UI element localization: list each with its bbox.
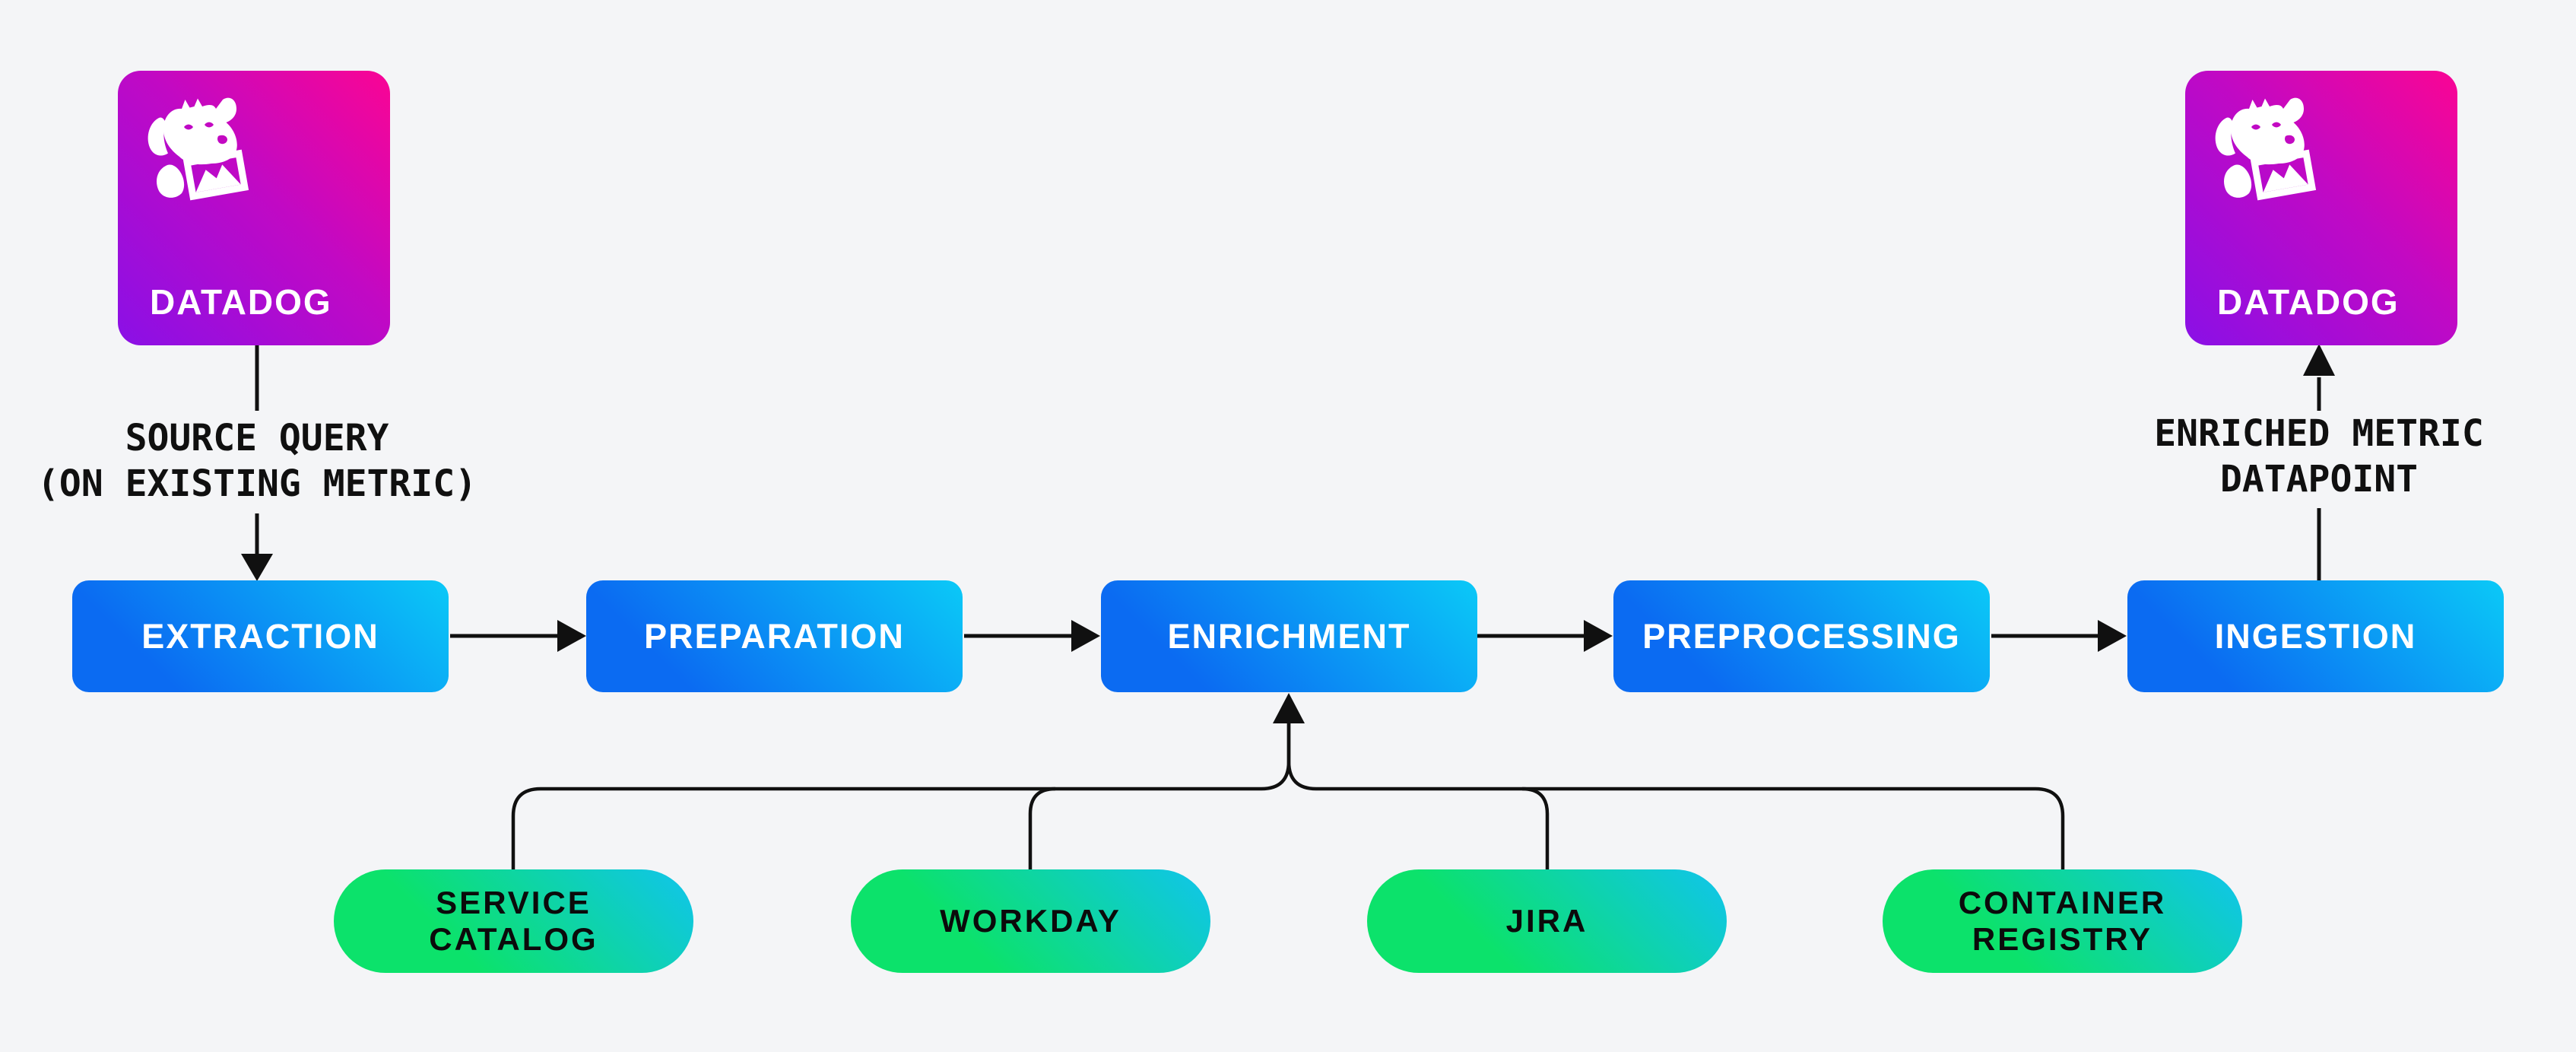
node-service-catalog: SERVICE CATALOG [334,869,693,973]
annotation-line: ENRICHED METRIC [2154,412,2484,455]
datadog-logo-icon [2215,97,2317,201]
annotation-line: DATAPOINT [2219,458,2419,501]
arrowhead-icon [241,554,273,581]
node-label: ENRICHMENT [1167,616,1411,656]
node-datadog-source: DATADOG [118,71,390,345]
node-label-line: SERVICE [436,885,592,920]
node-label-line: CATALOG [429,921,598,957]
node-preprocessing: PREPROCESSING [1613,580,1990,692]
annotation-line: SOURCE QUERY [125,417,389,459]
node-label-line: JIRA [1505,903,1588,939]
node-label: EXTRACTION [141,616,379,656]
node-enrichment: ENRICHMENT [1101,580,1477,692]
node-label: PREPROCESSING [1642,616,1961,656]
node-ingestion: INGESTION [2127,580,2504,692]
node-datadog-sink: DATADOG [2185,71,2457,345]
annotation-line: (ON EXISTING METRIC) [37,462,477,505]
arrowhead-icon [1071,620,1100,652]
node-jira: JIRA [1367,869,1727,973]
annotation-enriched-metric: ENRICHED METRIC DATAPOINT [2030,411,2576,502]
tree-branch-container-registry [1286,723,2065,872]
node-label-line: REGISTRY [1972,921,2153,957]
tree-branch-service-catalog [511,723,1291,872]
node-label: PREPARATION [644,616,905,656]
arrowhead-icon [1273,693,1305,723]
arrowhead-icon [1584,620,1613,652]
node-label-datadog-sink: DATADOG [2217,282,2400,322]
arrowhead-icon [557,620,586,652]
node-extraction: EXTRACTION [72,580,449,692]
node-preparation: PREPARATION [586,580,963,692]
node-label-line: WORKDAY [940,903,1121,939]
arrowhead-icon [2098,620,2127,652]
node-label-line: CONTAINER [1958,885,2167,920]
datadog-logo-icon [148,97,249,201]
node-label-datadog-source: DATADOG [150,282,332,322]
tree-branch-workday [1028,787,1056,872]
node-workday: WORKDAY [851,869,1210,973]
node-label: INGESTION [2214,616,2417,656]
arrowhead-icon [2303,344,2335,376]
tree-branch-jira [1521,787,1550,872]
annotation-source-query: SOURCE QUERY (ON EXISTING METRIC) [0,415,546,507]
node-container-registry: CONTAINER REGISTRY [1883,869,2242,973]
